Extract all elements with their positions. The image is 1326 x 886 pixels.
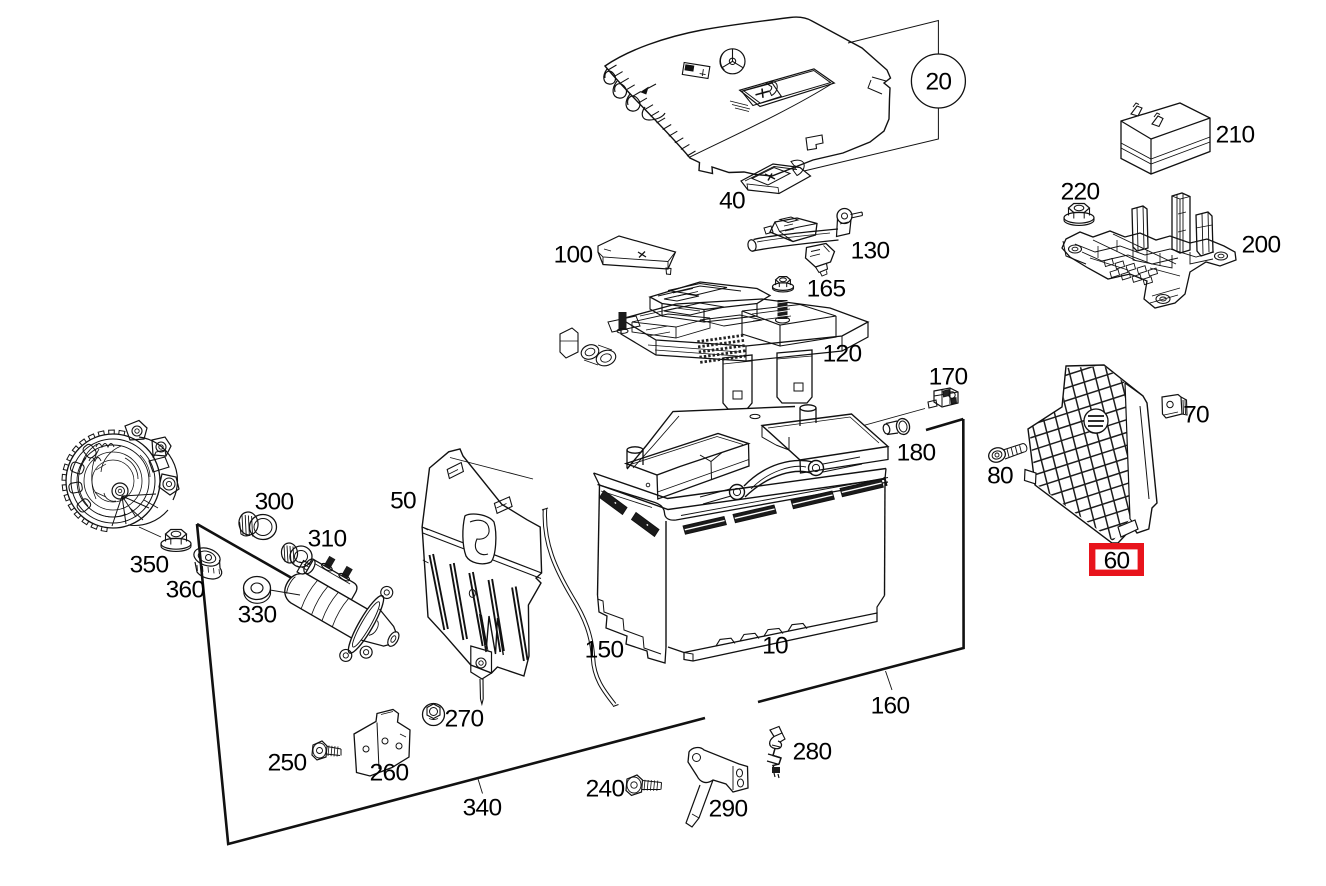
svg-text:130: 130 xyxy=(851,238,890,265)
svg-text:280: 280 xyxy=(793,739,832,766)
svg-text:340: 340 xyxy=(463,795,502,822)
svg-text:50: 50 xyxy=(390,488,416,515)
svg-text:290: 290 xyxy=(709,796,748,823)
svg-text:10: 10 xyxy=(762,633,788,660)
svg-text:270: 270 xyxy=(445,706,484,733)
svg-text:240: 240 xyxy=(586,776,625,803)
svg-text:170: 170 xyxy=(929,364,968,391)
svg-text:250: 250 xyxy=(268,750,307,777)
svg-text:100: 100 xyxy=(554,242,593,269)
svg-text:210: 210 xyxy=(1216,122,1255,149)
svg-text:260: 260 xyxy=(370,760,409,787)
svg-text:40: 40 xyxy=(719,188,745,215)
svg-text:80: 80 xyxy=(987,463,1013,490)
svg-text:200: 200 xyxy=(1242,232,1281,259)
svg-text:310: 310 xyxy=(308,526,347,553)
svg-text:300: 300 xyxy=(255,489,294,516)
svg-text:330: 330 xyxy=(238,602,277,629)
svg-text:120: 120 xyxy=(823,341,862,368)
svg-text:350: 350 xyxy=(130,552,169,579)
svg-text:160: 160 xyxy=(871,693,910,720)
svg-text:220: 220 xyxy=(1061,179,1100,206)
svg-text:20: 20 xyxy=(925,69,951,96)
svg-text:70: 70 xyxy=(1183,402,1209,429)
svg-text:165: 165 xyxy=(807,276,846,303)
svg-text:150: 150 xyxy=(585,637,624,664)
svg-text:60: 60 xyxy=(1104,548,1130,575)
svg-text:180: 180 xyxy=(897,440,936,467)
svg-text:360: 360 xyxy=(166,577,205,604)
